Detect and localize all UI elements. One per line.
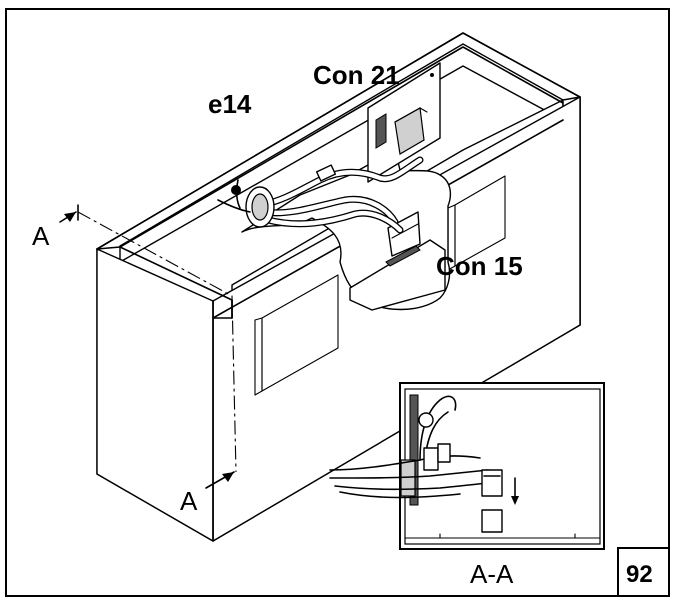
- label-con21: Con 21: [313, 60, 400, 90]
- label-e14: e14: [208, 89, 252, 119]
- outer-frame: [5, 8, 670, 597]
- label-section-a-bottom: A: [180, 486, 198, 516]
- con15-circuit-board: [349, 211, 446, 311]
- page-number: 92: [626, 561, 653, 588]
- cable-harness: [217, 156, 424, 234]
- con21-circuit-board: [367, 62, 441, 183]
- section-line: [59, 204, 237, 489]
- label-con15: Con 15: [436, 251, 523, 281]
- page-number-box: [617, 547, 670, 597]
- label-section-a-top: A: [32, 221, 50, 251]
- section-inset: [329, 382, 605, 550]
- label-section-caption: A-A: [470, 559, 514, 589]
